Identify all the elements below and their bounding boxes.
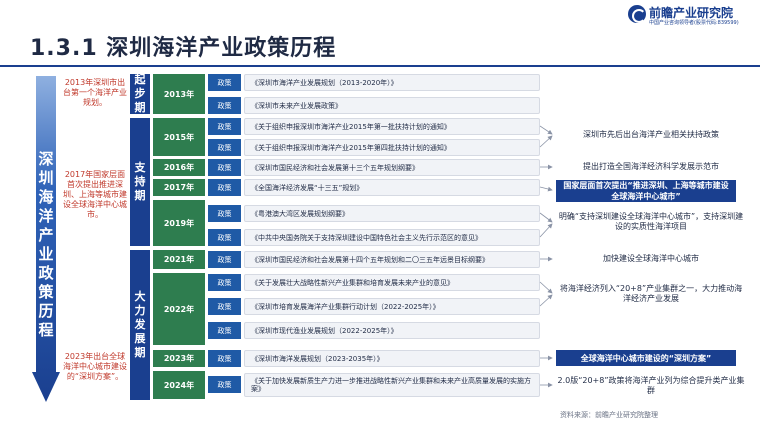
phase-start: 起步期: [130, 73, 150, 114]
brand-logo: 前瞻产业研究院 中国产业咨询领导者(股票代码:839599): [628, 4, 746, 26]
policy-tag: 政策: [208, 350, 241, 367]
page-title: 1.3.1 深圳海洋产业政策历程: [30, 36, 337, 61]
year-2013: 2013年: [153, 74, 205, 114]
phase-growth: 大力发展期: [130, 250, 150, 400]
impact-text: 明确“支持深圳建设全球海洋中心城市”，支持深圳建设的实质性海洋项目: [558, 212, 744, 231]
phase-start-label: 起步期: [134, 73, 146, 114]
brand-logo-icon: [628, 5, 646, 23]
policy-item: 《深圳市海洋发展规划（2023-2035年）》: [244, 350, 540, 367]
policy-item: 《关于组织申报深圳市海洋产业2015年第一批扶持计划的通知》: [244, 118, 540, 135]
year-2019: 2019年: [153, 200, 205, 246]
policy-tag: 政策: [208, 274, 241, 291]
phase-support: 支持期: [130, 118, 150, 246]
policy-tag: 政策: [208, 229, 241, 246]
policy-item: 《关于发展壮大战略性新兴产业集群和培育发展未来产业的意见》: [244, 274, 540, 291]
phase-support-label: 支持期: [134, 161, 146, 202]
impact-text: 将海洋经济列入“20+8”产业集群之一，大力推动海洋经济产业发展: [559, 284, 743, 303]
year-2024: 2024年: [153, 371, 205, 399]
phase-growth-label: 大力发展期: [134, 290, 146, 359]
policy-tag: 政策: [208, 159, 241, 176]
policy-item: 《关于加快发展新质生产力进一步推进战略性新兴产业集群和未来产业高质量发展的实施方…: [244, 373, 540, 397]
policy-item: 《中共中央国务院关于支持深圳建设中国特色社会主义先行示范区的意见》: [244, 229, 540, 246]
year-2015: 2015年: [153, 118, 205, 156]
year-2023: 2023年: [153, 350, 205, 367]
policy-tag: 政策: [208, 205, 241, 222]
policy-item: 《关于组织申报深圳市海洋产业2015年第四批扶持计划的通知》: [244, 139, 540, 156]
year-2022: 2022年: [153, 273, 205, 345]
title-divider: [0, 65, 760, 67]
policy-item: 《深圳市海洋产业发展规划（2013-2020年）》: [244, 74, 540, 91]
policy-tag: 政策: [208, 322, 241, 339]
policy-tag: 政策: [208, 97, 241, 114]
policy-tag: 政策: [208, 139, 241, 156]
impact-text: 2.0版“20+8”政策将海洋产业列为综合提升类产业集群: [557, 376, 745, 395]
policy-item: 《深圳市国民经济和社会发展第十四个五年规划和二〇三五年远景目标纲要》: [244, 251, 540, 268]
brand-name: 前瞻产业研究院: [649, 6, 734, 20]
policy-item: 《全国海洋经济发展“十三五”规划》: [244, 179, 540, 196]
policy-tag: 政策: [208, 251, 241, 268]
timeline-arrow: [32, 76, 60, 402]
impact-text: 深圳市先后出台海洋产业相关扶持政策: [583, 130, 719, 139]
policy-tag: 政策: [208, 298, 241, 315]
impact-highlight: 全球海洋中心城市建设的“深圳方案”: [556, 350, 736, 366]
year-2016: 2016年: [153, 159, 205, 176]
year-2021: 2021年: [153, 250, 205, 269]
policy-tag: 政策: [208, 118, 241, 135]
timeline-arrow-label: 深圳海洋产业政策历程: [38, 150, 54, 339]
impact-text: 加快建设全球海洋中心城市: [603, 254, 699, 263]
policy-tag: 政策: [208, 376, 241, 393]
note-2013: 2013年深圳市出台第一个海洋产业规划。: [63, 78, 127, 107]
top-bar: [0, 0, 760, 6]
policy-item: 《深圳市现代渔业发展规划（2022-2025年）》: [244, 322, 540, 339]
impact-highlight: 国家层面首次提出“推进深圳、上海等城市建设全球海洋中心城市”: [556, 180, 736, 202]
source-note: 资料来源：前瞻产业研究院整理: [560, 411, 658, 419]
brand-subtitle: 中国产业咨询领导者(股票代码:839599): [649, 20, 739, 26]
year-2017: 2017年: [153, 179, 205, 196]
note-2017: 2017年国家层面首次提出推进深圳、上海等城市建设全球海洋中心城市。: [63, 170, 127, 219]
note-2023: 2023年出台全球海洋中心城市建设的“深圳方案”。: [63, 352, 127, 381]
policy-item: 《深圳市培育发展海洋产业集群行动计划（2022-2025年）》: [244, 298, 540, 315]
policy-tag: 政策: [208, 74, 241, 91]
policy-item: 《粤港澳大湾区发展规划纲要》: [244, 205, 540, 222]
policy-tag: 政策: [208, 179, 241, 196]
policy-item: 《深圳市国民经济和社会发展第十三个五年规划纲要》: [244, 159, 540, 176]
policy-item: 《深圳市未来产业发展政策》: [244, 97, 540, 114]
impact-text: 提出打造全国海洋经济科学发展示范市: [583, 162, 719, 171]
